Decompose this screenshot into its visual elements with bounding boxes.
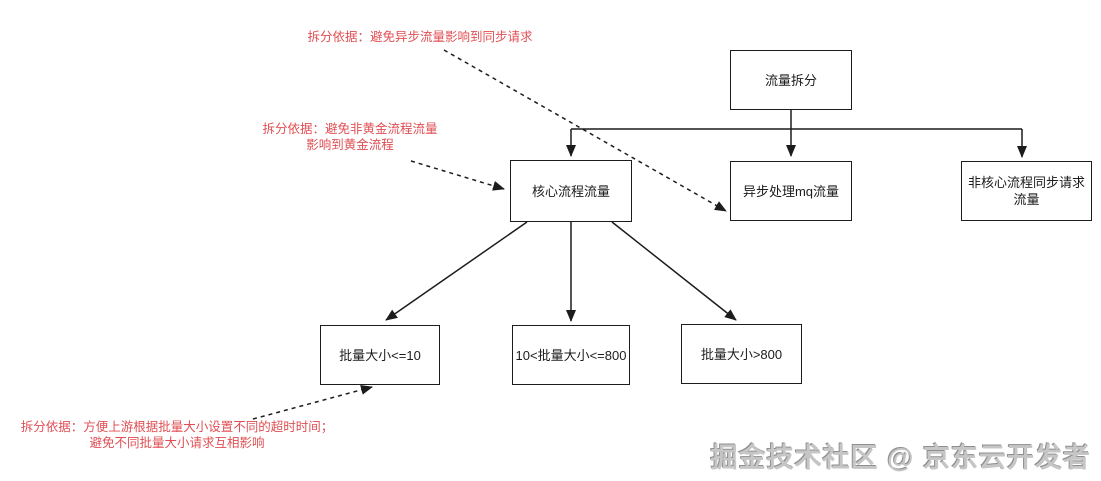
node-async-mq: 异步处理mq流量	[730, 161, 852, 221]
node-non-core-sync-label-line2: 流量	[1013, 192, 1040, 207]
annotation-batch-note-line1: 拆分依据：方便上游根据批量大小设置不同的超时时间；	[20, 420, 334, 434]
annotation-async-note: 拆分依据：避免异步流量影响到同步请求	[295, 29, 545, 45]
annotation-golden-note: 拆分依据：避免非黄金流程流量 影响到黄金流程	[250, 121, 450, 153]
connector-coreflow-to-batchlarge	[611, 221, 737, 321]
node-traffic-split-label: 流量拆分	[764, 72, 817, 88]
node-async-mq-label: 异步处理mq流量	[742, 183, 840, 199]
node-batch-large-label: 批量大小>800	[700, 346, 783, 362]
node-non-core-sync: 非核心流程同步请求 流量	[961, 161, 1092, 221]
node-batch-medium: 10<批量大小<=800	[512, 325, 630, 385]
annotation-golden-note-line2: 影响到黄金流程	[306, 138, 394, 152]
connector-coreflow-to-batchsmall	[385, 221, 528, 321]
node-batch-large: 批量大小>800	[681, 324, 802, 384]
node-batch-medium-label: 10<批量大小<=800	[515, 347, 627, 363]
watermark: 掘金技术社区 @ 京东云开发者	[710, 443, 1091, 473]
node-core-flow: 核心流程流量	[510, 160, 632, 222]
annotation-async-note-line1: 拆分依据：避免异步流量影响到同步请求	[307, 30, 533, 44]
node-non-core-sync-label-line1: 非核心流程同步请求	[967, 175, 1085, 190]
node-batch-small-label: 批量大小<=10	[339, 347, 421, 363]
node-batch-small: 批量大小<=10	[320, 325, 440, 385]
node-core-flow-label: 核心流程流量	[531, 183, 610, 199]
dashed-arrow-batchnote-to-batchsmall	[252, 385, 373, 420]
dashed-arrow-goldennote-to-coreflow	[410, 160, 505, 191]
node-traffic-split: 流量拆分	[730, 50, 852, 110]
annotation-batch-note: 拆分依据：方便上游根据批量大小设置不同的超时时间； 避免不同批量大小请求互相影响	[11, 419, 343, 451]
annotation-batch-note-line2: 避免不同批量大小请求互相影响	[89, 436, 265, 450]
annotation-golden-note-line1: 拆分依据：避免非黄金流程流量	[262, 122, 438, 136]
